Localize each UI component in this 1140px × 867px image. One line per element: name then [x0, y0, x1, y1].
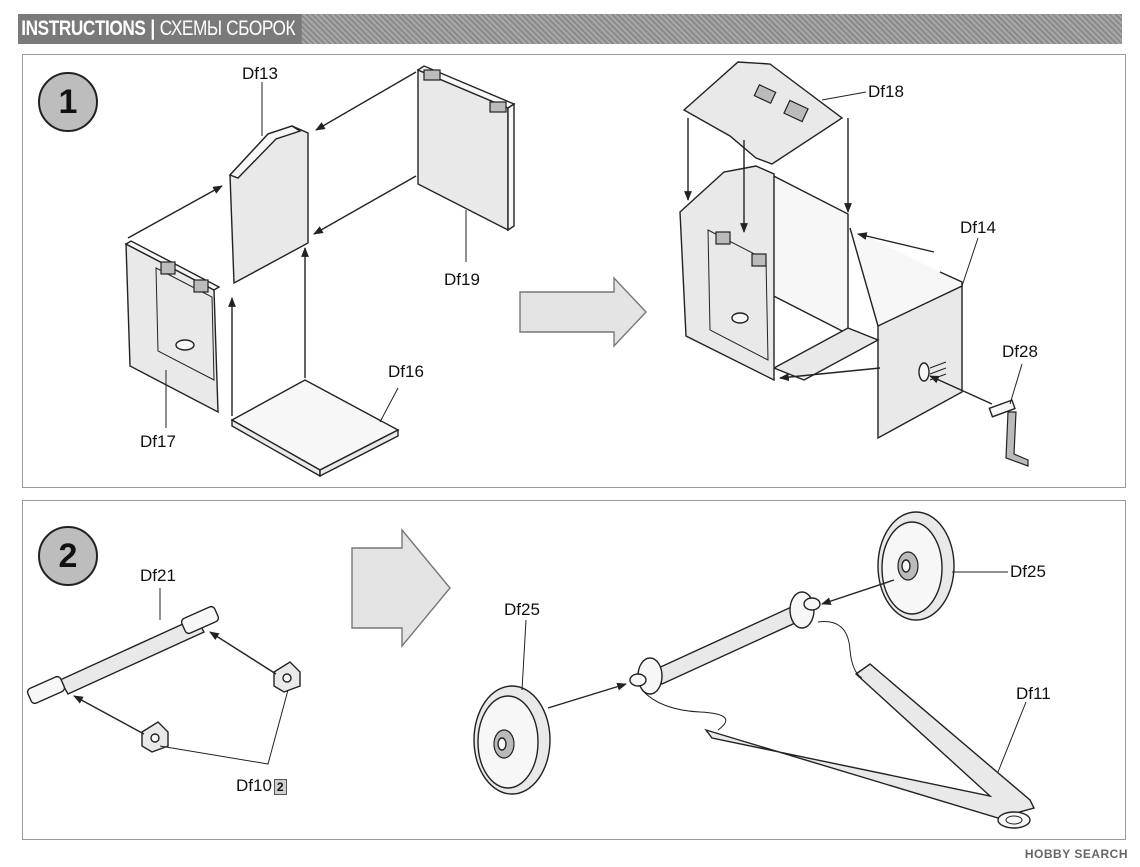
step-2-badge: 2: [38, 526, 98, 586]
header-title-en: INSTRUCTIONS: [21, 17, 146, 40]
header-separator: |: [150, 17, 155, 40]
instructions-header: INSTRUCTIONS|СХЕМЫ СБОРОК: [18, 14, 1122, 44]
part-df17: [124, 240, 221, 414]
label-df25-left: Df25: [504, 600, 540, 619]
part-df14: [849, 227, 963, 440]
part-df28: [988, 399, 1029, 467]
label-df18: Df18: [868, 82, 904, 101]
label-df19: Df19: [444, 270, 480, 289]
step-1-badge: 1: [38, 72, 98, 132]
part-df13: [228, 125, 309, 285]
step-1-panel: [22, 54, 1126, 488]
part-df19: [416, 65, 516, 232]
part-df25-right: [877, 511, 955, 621]
part-df21: [26, 605, 220, 705]
label-df16: Df16: [388, 362, 424, 381]
part-df25-left: [473, 685, 551, 795]
quantity-badge: 2: [273, 778, 287, 795]
header-title-ru: СХЕМЫ СБОРОК: [159, 17, 296, 40]
label-df14: Df14: [960, 218, 996, 237]
axle-assembled: [629, 591, 821, 695]
watermark: HOBBY SEARCH: [1024, 847, 1128, 861]
header-title: INSTRUCTIONS|СХЕМЫ СБОРОК: [18, 14, 302, 44]
label-df28: Df28: [1002, 342, 1038, 361]
part-df10-a: [273, 661, 301, 693]
label-df11: Df11: [1016, 684, 1051, 703]
label-df17: Df17: [140, 432, 176, 451]
part-df18: [682, 61, 844, 165]
assembled-body: [679, 165, 880, 382]
part-df11: [704, 663, 1036, 829]
label-df21: Df21: [140, 566, 176, 585]
part-df10-b: [141, 721, 169, 753]
part-df16: [230, 379, 400, 478]
label-df25-right: Df25: [1010, 562, 1046, 581]
label-df13: Df13: [242, 64, 278, 83]
label-df10-text: Df10: [236, 776, 272, 795]
